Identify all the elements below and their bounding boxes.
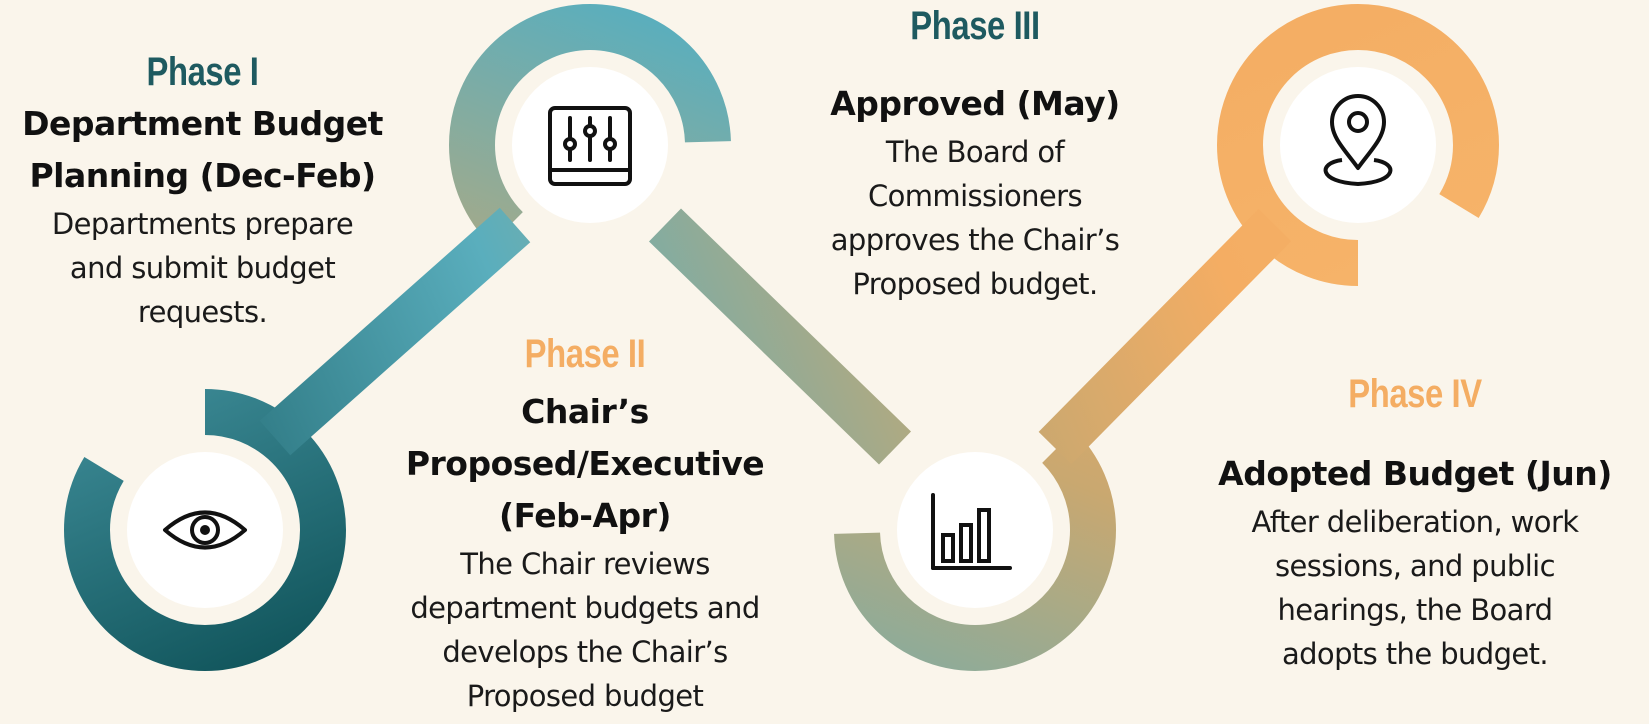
phase-3-heading: Approved (May)	[830, 84, 1120, 123]
ring-phase-1	[64, 389, 346, 671]
phase-2-heading: Chair’s Proposed/Executive (Feb-Apr)	[405, 392, 765, 535]
phase-1-block: Phase I Department Budget Planning (Dec-…	[0, 48, 405, 334]
phase-4-title: Phase IV	[1348, 372, 1482, 416]
connector-1-2	[259, 207, 531, 456]
phase-3-title: Phase III	[910, 4, 1040, 48]
sliders-icon	[548, 106, 632, 186]
phase-4-description: After deliberation, work sessions, and p…	[1251, 505, 1580, 671]
phase-1-title: Phase I	[146, 50, 259, 94]
connector-3-4	[1038, 208, 1292, 465]
phase-1-heading: Department Budget Planning (Dec-Feb)	[22, 104, 383, 195]
phase-4-heading: Adopted Budget (Jun)	[1218, 454, 1612, 493]
phase-2-title: Phase II	[524, 332, 646, 376]
eye-icon	[163, 510, 247, 550]
bar-chart-icon	[931, 493, 1012, 570]
connector-2-3	[648, 208, 912, 465]
icon-disc-phase-3	[897, 452, 1053, 608]
ring-phase-4	[1217, 4, 1499, 286]
phase-3-description: The Board of Commissioners approves the …	[830, 135, 1120, 301]
phase-1-description: Departments prepare and submit budget re…	[51, 207, 354, 329]
phase-3-block: Phase III Approved (May) The Board of Co…	[770, 2, 1180, 306]
icon-disc-phase-4	[1280, 67, 1436, 223]
location-pin-icon	[1323, 94, 1393, 186]
phase-2-block: Phase II Chair’s Proposed/Executive (Feb…	[360, 330, 810, 718]
phase-2-description: The Chair reviews department budgets and…	[410, 547, 760, 713]
phase-4-block: Phase IV Adopted Budget (Jun) After deli…	[1185, 370, 1645, 676]
